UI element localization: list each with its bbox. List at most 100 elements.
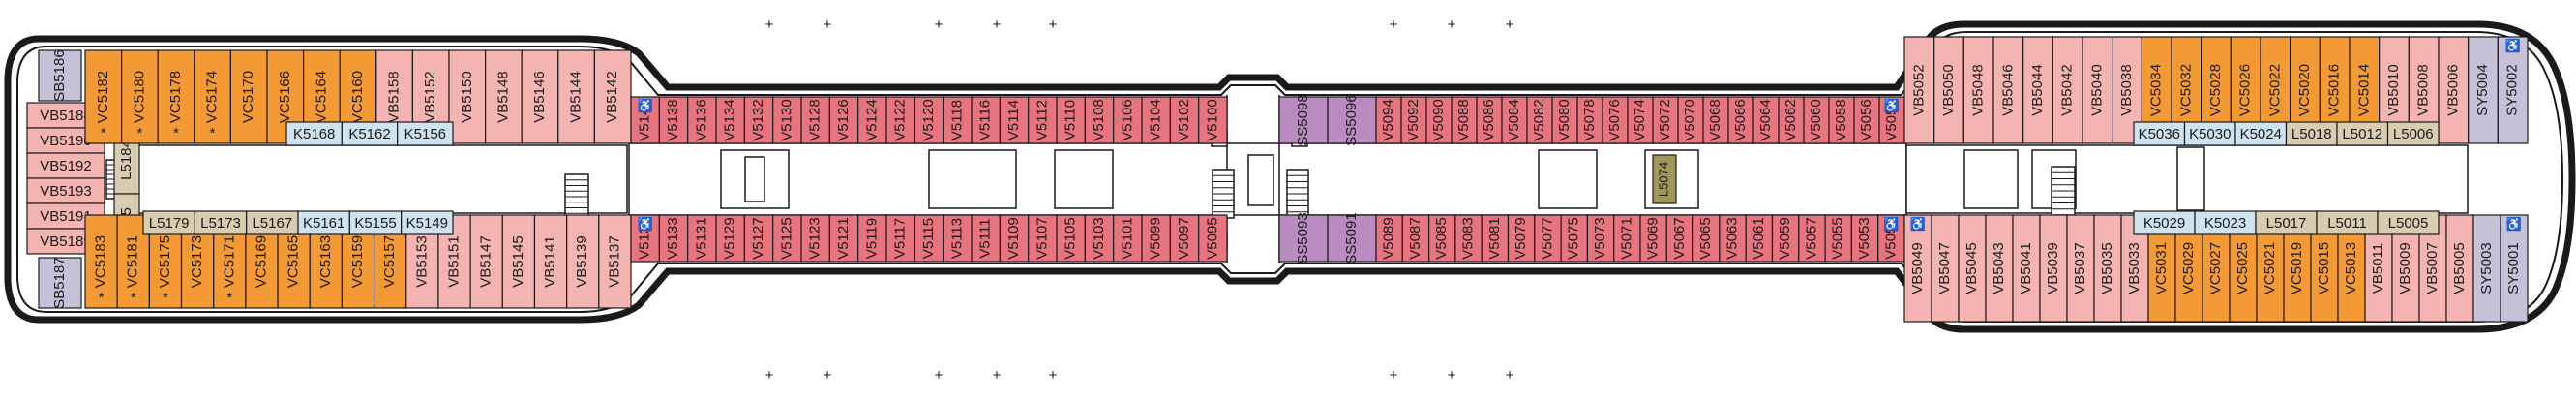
cabin-box [2336,121,2389,146]
cabin-box [1992,36,2024,144]
cabin-label: V5099 [1148,217,1164,259]
cabin-v5106: V5106 [1113,96,1143,144]
cabin-label: V5127 [750,217,766,259]
cabin-ss5093: SS5093 [1278,212,1329,264]
cabin-l5179: L5179 [142,210,195,235]
cabin-box [1534,214,1562,263]
star-icon: * [163,290,168,306]
cabin-label: VC5159 [349,235,366,288]
cabin-label: V5088 [1455,99,1472,140]
cabin-v5122: V5122 [885,96,915,144]
cabin-v5080: V5080 [1551,96,1578,144]
cabin-vb5192: VB5192 [26,152,105,179]
cabin-v5128: V5128 [800,96,830,144]
cabin-box [1778,96,1805,144]
cabin-vb5137: VB5137 [598,214,632,309]
cabin-box [1652,154,1677,204]
cabin-label: VC5015 [2316,242,2332,294]
cabin-label: VC5164 [313,71,329,123]
cabin-label: V5067 [1671,217,1688,259]
stairs-icon [564,173,589,220]
cabin-box [1551,96,1578,144]
cabin-label: VB5152 [422,71,438,122]
cabin-label: V5062 [1782,99,1799,140]
cabin-label: V5071 [1618,217,1634,259]
cabin-box [1375,214,1403,263]
cabin-box [1985,214,2014,323]
cabin-box [297,210,350,235]
service-room-0 [720,149,790,209]
cabin-label: VB5009 [2397,242,2413,294]
cabin-vb5043: VB5043 [1985,214,2014,323]
cabin-box [687,96,717,144]
cabin-label: V5116 [977,100,994,140]
cabin-v5110: V5110 [1056,96,1086,144]
service-room-3 [1054,149,1114,209]
cabin-k5156: K5156 [397,121,454,146]
cabin-label: V5132 [750,99,766,140]
cabin-label: V5105 [1063,217,1079,259]
cabin-label: SS5096 [1343,94,1360,145]
cabin-label: VC5019 [2289,242,2305,294]
cabin-label: K5023 [2204,215,2246,232]
cabin-label: VB5046 [1999,64,2016,115]
cabin-box [2066,214,2095,323]
cabin-label: VC5173 [189,235,205,288]
cabin-label: V5102 [1176,99,1192,140]
cabin-box [1451,96,1478,144]
cabin-label: V5060 [1808,99,1824,140]
cabin-label: VB5045 [1963,242,1980,294]
cabin-box [1327,214,1377,263]
cabin-v5061: V5061 [1745,214,1774,263]
plus-marker-top: + [935,16,944,33]
markers: ++++++++++++++++ [765,16,1514,384]
cabin-box [1169,214,1200,263]
cabin-v5111: V5111 [971,214,1001,263]
cabin-label: V5082 [1531,99,1547,140]
cabin-box [401,210,454,235]
cabin-label: V5138 [665,99,681,140]
cabin-label: VB5006 [2444,64,2461,115]
cabin-k5029: K5029 [2133,210,2196,235]
cabin-box [914,96,944,144]
cabin-k5168: K5168 [285,121,343,146]
cabin-label: V5140 [637,99,653,140]
cabin-label: L5184 [118,140,135,180]
cabin-box [1327,96,1377,144]
cabin-vb5148: VB5148 [485,49,523,144]
cabin-v5079: V5079 [1507,214,1536,263]
aft-corridor [1905,144,2469,214]
cabin-box [1933,36,1964,144]
cabin-label: L5173 [200,215,241,232]
cabin-label: VB5010 [2385,64,2402,115]
forward-corridor [123,144,628,214]
cabin-vb5048: VB5048 [1962,36,1994,144]
cabin-box [1576,96,1603,144]
cabin-v5125: V5125 [772,214,802,263]
cabin-label: V5073 [1592,217,1608,259]
cabin-v5112: V5112 [1028,96,1058,144]
cabin-v5078: V5078 [1576,96,1603,144]
cabin-label: VC5025 [2234,242,2251,294]
cabin-box [120,49,159,144]
cabin-label: V5089 [1381,217,1397,259]
service-room-7 [1963,149,2019,209]
cabin-box [533,214,568,309]
cabin-label: V5064 [1757,99,1774,140]
cabin-v5113: V5113 [943,214,973,263]
cabin-box [1627,96,1654,144]
cabin-l5012: L5012 [2336,121,2389,146]
cabin-box [521,49,559,144]
service-room-1 [744,156,765,202]
cabin-label: V5059 [1777,217,1793,259]
cabin-box [743,214,774,263]
cabin-v5065: V5065 [1692,214,1721,263]
cabin-v5070: V5070 [1677,96,1704,144]
cabin-k5149: K5149 [401,210,454,235]
cabin-label: V5074 [1632,99,1648,140]
cabin-box [914,214,944,263]
accessible-icon: ♿ [1910,216,1926,231]
plus-marker-bottom: + [1448,367,1456,384]
star-icon: * [226,290,232,306]
cabin-label: K5036 [2139,126,2180,142]
